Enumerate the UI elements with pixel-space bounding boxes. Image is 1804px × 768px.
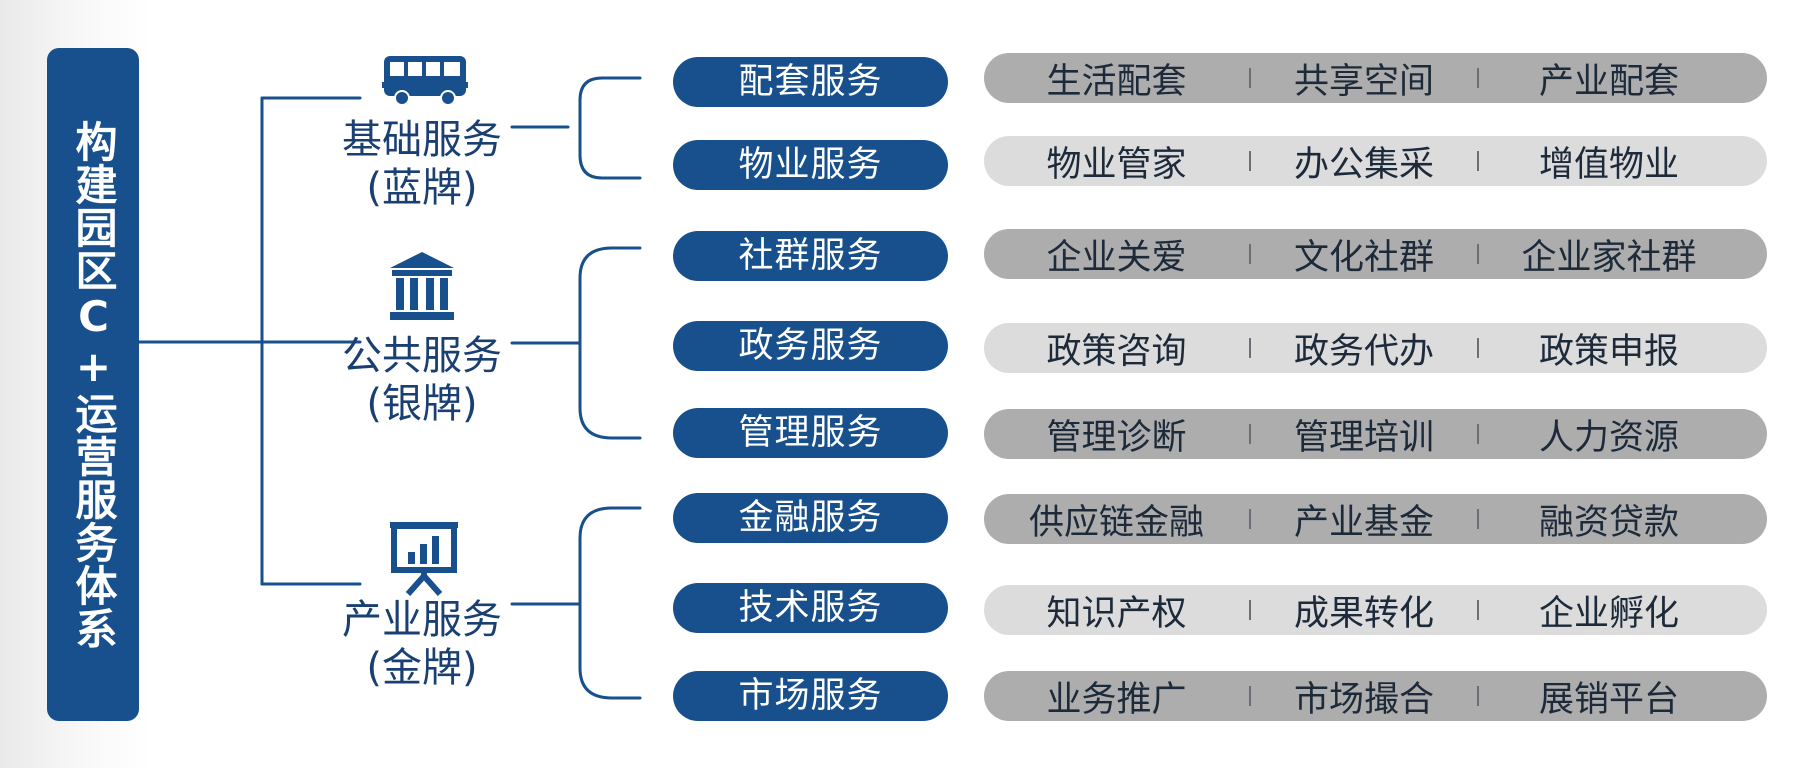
row-separator <box>1477 600 1479 620</box>
service-row-item: 展销平台 <box>1538 679 1679 720</box>
service-row-management: 管理诊断 管理培训 人力资源 <box>984 409 1767 459</box>
presentation-chart-icon <box>390 522 458 596</box>
service-row-item: 成果转化 <box>1293 593 1434 634</box>
service-row-item: 政策咨询 <box>1046 331 1187 372</box>
service-pill-finance: 金融服务 <box>673 493 948 543</box>
service-row-item: 产业配套 <box>1538 61 1679 102</box>
service-row-item: 政务代办 <box>1293 331 1434 372</box>
service-row-item: 文化社群 <box>1293 237 1434 278</box>
service-row-item: 增值物业 <box>1538 144 1679 185</box>
service-row-finance: 供应链金融 产业基金 融资贷款 <box>984 494 1767 544</box>
service-row-government: 政策咨询 政务代办 政策申报 <box>984 323 1767 373</box>
root-node: 构建园区C+运营服务体系 <box>47 48 139 721</box>
row-separator <box>1249 338 1251 358</box>
service-pill-government: 政务服务 <box>673 321 948 371</box>
branch-label-industry: 产业服务 (金牌) <box>307 596 537 692</box>
service-pill-supporting: 配套服务 <box>673 57 948 107</box>
service-pill-market: 市场服务 <box>673 671 948 721</box>
row-separator <box>1249 424 1251 444</box>
service-row-property: 物业管家 办公集采 增值物业 <box>984 136 1767 186</box>
row-separator <box>1477 68 1479 88</box>
service-row-item: 办公集采 <box>1293 144 1434 185</box>
bus-icon <box>382 56 468 106</box>
service-row-item: 业务推广 <box>1046 679 1187 720</box>
service-row-item: 知识产权 <box>1046 593 1187 634</box>
service-row-item: 共享空间 <box>1293 61 1434 102</box>
row-separator <box>1249 68 1251 88</box>
branch-label-industry-line2: (金牌) <box>366 645 478 691</box>
branch-label-basic: 基础服务 (蓝牌) <box>307 116 537 212</box>
service-pill-management: 管理服务 <box>673 408 948 458</box>
root-label: 构建园区C+运营服务体系 <box>69 119 118 650</box>
branch-label-public-line2: (银牌) <box>366 381 478 427</box>
government-building-icon <box>390 252 454 320</box>
bracket-1 <box>578 76 642 180</box>
service-row-item: 市场撮合 <box>1293 679 1434 720</box>
branch-label-basic-line2: (蓝牌) <box>366 165 478 211</box>
service-row-item: 企业家社群 <box>1521 237 1697 278</box>
row-separator <box>1249 151 1251 171</box>
row-separator <box>1249 686 1251 706</box>
service-row-item: 人力资源 <box>1538 417 1679 458</box>
row-separator <box>1477 686 1479 706</box>
branch-label-public: 公共服务 (银牌) <box>307 332 537 428</box>
bracket-2 <box>578 246 642 440</box>
service-row-community: 企业关爱 文化社群 企业家社群 <box>984 229 1767 279</box>
row-separator <box>1249 600 1251 620</box>
row-separator <box>1477 424 1479 444</box>
service-row-item: 供应链金融 <box>1028 502 1204 543</box>
service-pill-property: 物业服务 <box>673 140 948 190</box>
service-row-item: 物业管家 <box>1046 144 1187 185</box>
row-separator <box>1477 509 1479 529</box>
row-separator <box>1477 244 1479 264</box>
service-row-item: 生活配套 <box>1046 61 1187 102</box>
row-separator <box>1249 509 1251 529</box>
row-separator <box>1249 244 1251 264</box>
service-row-item: 管理诊断 <box>1046 417 1187 458</box>
row-separator <box>1477 151 1479 171</box>
service-row-item: 企业关爱 <box>1046 237 1187 278</box>
branch-label-public-line1: 公共服务 <box>342 333 502 379</box>
service-row-market: 业务推广 市场撮合 展销平台 <box>984 671 1767 721</box>
row-separator <box>1477 338 1479 358</box>
branch-label-basic-line1: 基础服务 <box>342 117 502 163</box>
branch-label-industry-line1: 产业服务 <box>342 597 502 643</box>
bracket-3 <box>578 506 642 700</box>
service-pill-technology: 技术服务 <box>673 583 948 633</box>
service-row-item: 企业孵化 <box>1538 593 1679 634</box>
service-pill-community: 社群服务 <box>673 231 948 281</box>
service-row-item: 融资贷款 <box>1538 502 1679 543</box>
service-row-supporting: 生活配套 共享空间 产业配套 <box>984 53 1767 103</box>
service-row-item: 政策申报 <box>1538 331 1679 372</box>
service-row-item: 管理培训 <box>1293 417 1434 458</box>
service-row-item: 产业基金 <box>1293 502 1434 543</box>
service-row-technology: 知识产权 成果转化 企业孵化 <box>984 585 1767 635</box>
